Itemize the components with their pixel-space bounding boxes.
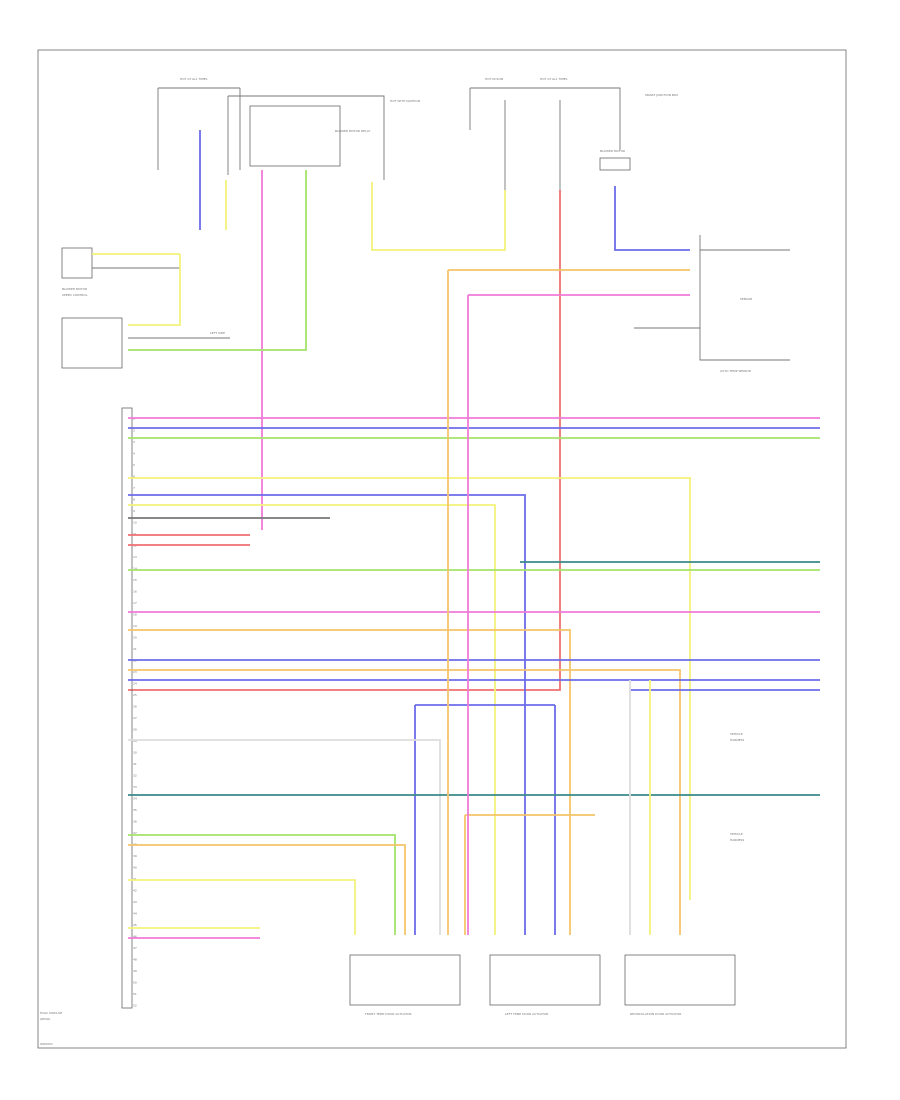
module-pin-number: 31 xyxy=(133,762,137,766)
module-pin-number: 52 xyxy=(133,1004,137,1008)
module-pin-number: 6 xyxy=(133,475,135,479)
svg-text:HOT AT ALL TIMES: HOT AT ALL TIMES xyxy=(180,77,208,81)
footer-code: WD0001 xyxy=(40,1042,53,1046)
module-pin-number: 43 xyxy=(133,900,137,904)
module-pin-number: 14 xyxy=(133,567,137,571)
module-pin-number: 42 xyxy=(133,889,137,893)
module-pin-number: 19 xyxy=(133,624,137,628)
module-pin-number: 33 xyxy=(133,785,137,789)
module-pin-number: 50 xyxy=(133,981,137,985)
module-pin-number: 21 xyxy=(133,647,137,651)
module-pin-number: 36 xyxy=(133,820,137,824)
module-pin-number: 9 xyxy=(133,509,135,513)
module-pin-number: 40 xyxy=(133,866,137,870)
svg-text:VEHICLE: VEHICLE xyxy=(730,732,743,736)
module-pin-number: 37 xyxy=(133,831,137,835)
svg-text:HARNESS: HARNESS xyxy=(730,838,744,842)
module-pin-number: 25 xyxy=(133,693,137,697)
actuator-mid: LEFT TEMP DOOR ACTUATOR xyxy=(489,954,601,1016)
svg-text:HOT AT ALL TIMES: HOT AT ALL TIMES xyxy=(540,77,568,81)
svg-text:BLOWER MOTOR RELAY: BLOWER MOTOR RELAY xyxy=(335,129,371,133)
module-pin-number: 4 xyxy=(133,452,135,456)
module-pin-number: 8 xyxy=(133,498,135,502)
svg-text:HOT WITH IGNITION: HOT WITH IGNITION xyxy=(390,99,420,103)
svg-text:LEFT SIDE: LEFT SIDE xyxy=(210,331,225,335)
module-pin-number: 41 xyxy=(133,877,137,881)
hvac-module xyxy=(121,407,133,1009)
svg-text:SMART JUNCTION BOX: SMART JUNCTION BOX xyxy=(645,93,678,97)
svg-text:SENSOR: SENSOR xyxy=(740,297,752,301)
svg-text:BLOWER MOTOR: BLOWER MOTOR xyxy=(62,287,87,291)
svg-text:HARNESS: HARNESS xyxy=(730,738,744,742)
rear-sensor-module: SENSOR AUTO TEMP SENSOR xyxy=(634,235,790,373)
power-feeds: HOT AT ALL TIMES HOT WITH IGNITION BLOWE… xyxy=(157,77,678,190)
svg-text:BLOWER MOTOR: BLOWER MOTOR xyxy=(600,149,625,153)
svg-text:LEFT TEMP DOOR ACTUATOR: LEFT TEMP DOOR ACTUATOR xyxy=(505,1012,548,1016)
svg-text:(REAR): (REAR) xyxy=(40,1017,50,1021)
module-pin-number: 28 xyxy=(133,728,137,732)
module-pin-number: 3 xyxy=(133,440,135,444)
svg-text:HVAC MODULE: HVAC MODULE xyxy=(40,1011,62,1015)
module-pin-number: 27 xyxy=(133,716,137,720)
module-pin-number: 44 xyxy=(133,912,137,916)
module-pin-number: 16 xyxy=(133,590,137,594)
module-pin-number: 46 xyxy=(133,935,137,939)
actuator-front: FRONT TEMP DOOR ACTUATOR xyxy=(349,954,461,1016)
module-pin-number: 47 xyxy=(133,946,137,950)
svg-text:FRONT TEMP DOOR ACTUATOR: FRONT TEMP DOOR ACTUATOR xyxy=(365,1012,412,1016)
diagram-frame xyxy=(37,49,847,1049)
module-pin-number: 30 xyxy=(133,751,137,755)
module-pin-number: 20 xyxy=(133,636,137,640)
module-pin-number: 13 xyxy=(133,555,137,559)
module-pin-number: 26 xyxy=(133,705,137,709)
svg-text:SPEED CONTROL: SPEED CONTROL xyxy=(62,293,88,297)
blower-motor-block: BLOWER MOTOR SPEED CONTROL LEFT SIDE xyxy=(61,247,230,369)
module-pin-number: 7 xyxy=(133,486,135,490)
module-pin-labels: 1234567891011121314151617181920212223242… xyxy=(133,417,137,1008)
module-pin-number: 49 xyxy=(133,969,137,973)
module-pin-number: 35 xyxy=(133,808,137,812)
module-pin-number: 29 xyxy=(133,739,137,743)
module-pin-number: 11 xyxy=(133,532,137,536)
module-pin-number: 51 xyxy=(133,992,137,996)
module-pin-number: 15 xyxy=(133,578,137,582)
module-pin-number: 34 xyxy=(133,797,137,801)
module-pin-number: 24 xyxy=(133,682,137,686)
module-pin-number: 32 xyxy=(133,774,137,778)
module-pin-number: 17 xyxy=(133,601,137,605)
module-pin-number: 48 xyxy=(133,958,137,962)
svg-text:AUTO TEMP SENSOR: AUTO TEMP SENSOR xyxy=(720,369,751,373)
module-pin-number: 45 xyxy=(133,923,137,927)
module-pin-number: 39 xyxy=(133,854,137,858)
module-pin-number: 23 xyxy=(133,670,137,674)
svg-text:VEHICLE: VEHICLE xyxy=(730,832,743,836)
module-pin-number: 5 xyxy=(133,463,135,467)
module-pin-number: 2 xyxy=(133,429,135,433)
module-pin-number: 10 xyxy=(133,521,137,525)
svg-text:RECIRCULATION DOOR ACTUATOR: RECIRCULATION DOOR ACTUATOR xyxy=(630,1012,681,1016)
svg-text:HOT IN RUN: HOT IN RUN xyxy=(485,77,503,81)
module-pin-number: 1 xyxy=(133,417,135,421)
module-pin-number: 18 xyxy=(133,613,137,617)
actuator-rear: RECIRCULATION DOOR ACTUATOR xyxy=(624,954,736,1016)
